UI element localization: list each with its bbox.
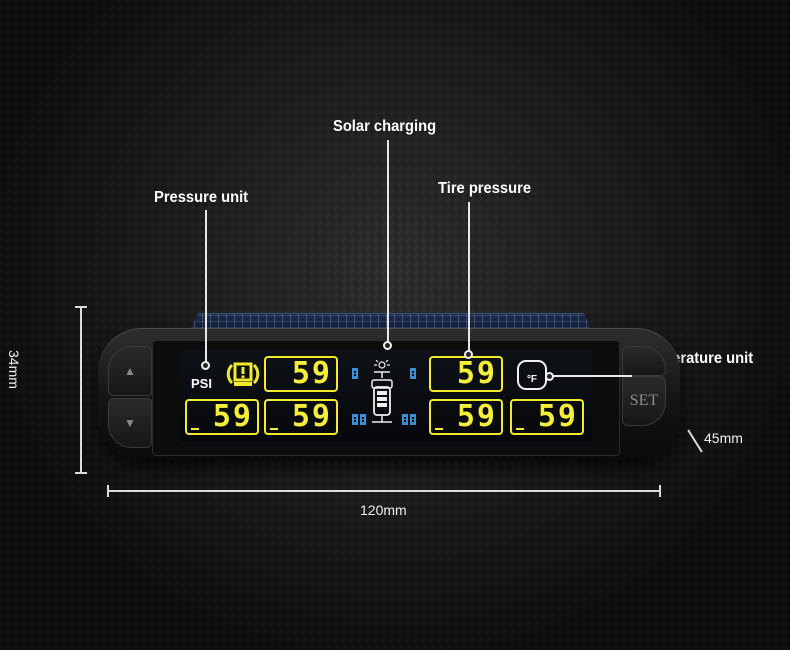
set-button[interactable]: SET [622, 376, 666, 426]
tire-reading-rear-right: 59 [429, 399, 503, 435]
down-button[interactable]: ▼ [108, 398, 152, 448]
width-dimension-label: 120mm [360, 502, 407, 518]
height-dimension-line [80, 306, 82, 474]
pressure-unit-label: Pressure unit [154, 189, 249, 206]
wheel-indicator-icon [360, 414, 366, 425]
depth-dimension-line [687, 429, 703, 453]
width-dimension-cap [107, 485, 109, 497]
tire-pressure-pointer [464, 350, 473, 359]
pressure-unit-pointer [201, 361, 210, 370]
solar-charging-leader [387, 140, 389, 345]
tire-reading-rear-left: 59 [264, 399, 338, 435]
car-battery-icon [371, 360, 393, 423]
tpms-warning-icon [226, 362, 260, 386]
tire-pressure-leader [468, 202, 470, 352]
set-button-label: SET [629, 392, 659, 409]
solar-charging-pointer [383, 341, 392, 350]
wheel-indicator-icon [352, 414, 358, 425]
up-arrow-icon: ▲ [124, 364, 136, 378]
tire-reading-spare-left: 59 [185, 399, 259, 435]
up-button[interactable]: ▲ [108, 346, 152, 396]
psi-unit-text: PSI [191, 376, 212, 391]
tire-reading-spare-right: 59 [510, 399, 584, 435]
wheel-indicator-icon [402, 414, 408, 425]
fahrenheit-text: °F [526, 374, 538, 385]
wheel-indicator-icon [410, 368, 416, 379]
temperature-unit-icon: °F [517, 360, 547, 390]
width-dimension-cap [659, 485, 661, 497]
height-dimension-cap [75, 472, 87, 474]
width-dimension-line [107, 490, 661, 492]
temperature-unit-pointer [545, 372, 554, 381]
solar-charging-label: Solar charging [333, 118, 437, 135]
wheel-indicator-icon [410, 414, 416, 425]
tire-pressure-label: Tire pressure [438, 180, 532, 197]
wheel-indicator-icon [352, 368, 358, 379]
tire-reading-front-left: 59 [264, 356, 338, 392]
down-arrow-icon: ▼ [124, 416, 136, 430]
height-dimension-cap [75, 306, 87, 308]
height-dimension-label: 34mm [6, 350, 22, 389]
pressure-unit-leader [205, 210, 207, 363]
depth-dimension-label: 45mm [704, 430, 743, 446]
tire-reading-front-right: 59 [429, 356, 503, 392]
temperature-unit-leader [552, 375, 632, 377]
